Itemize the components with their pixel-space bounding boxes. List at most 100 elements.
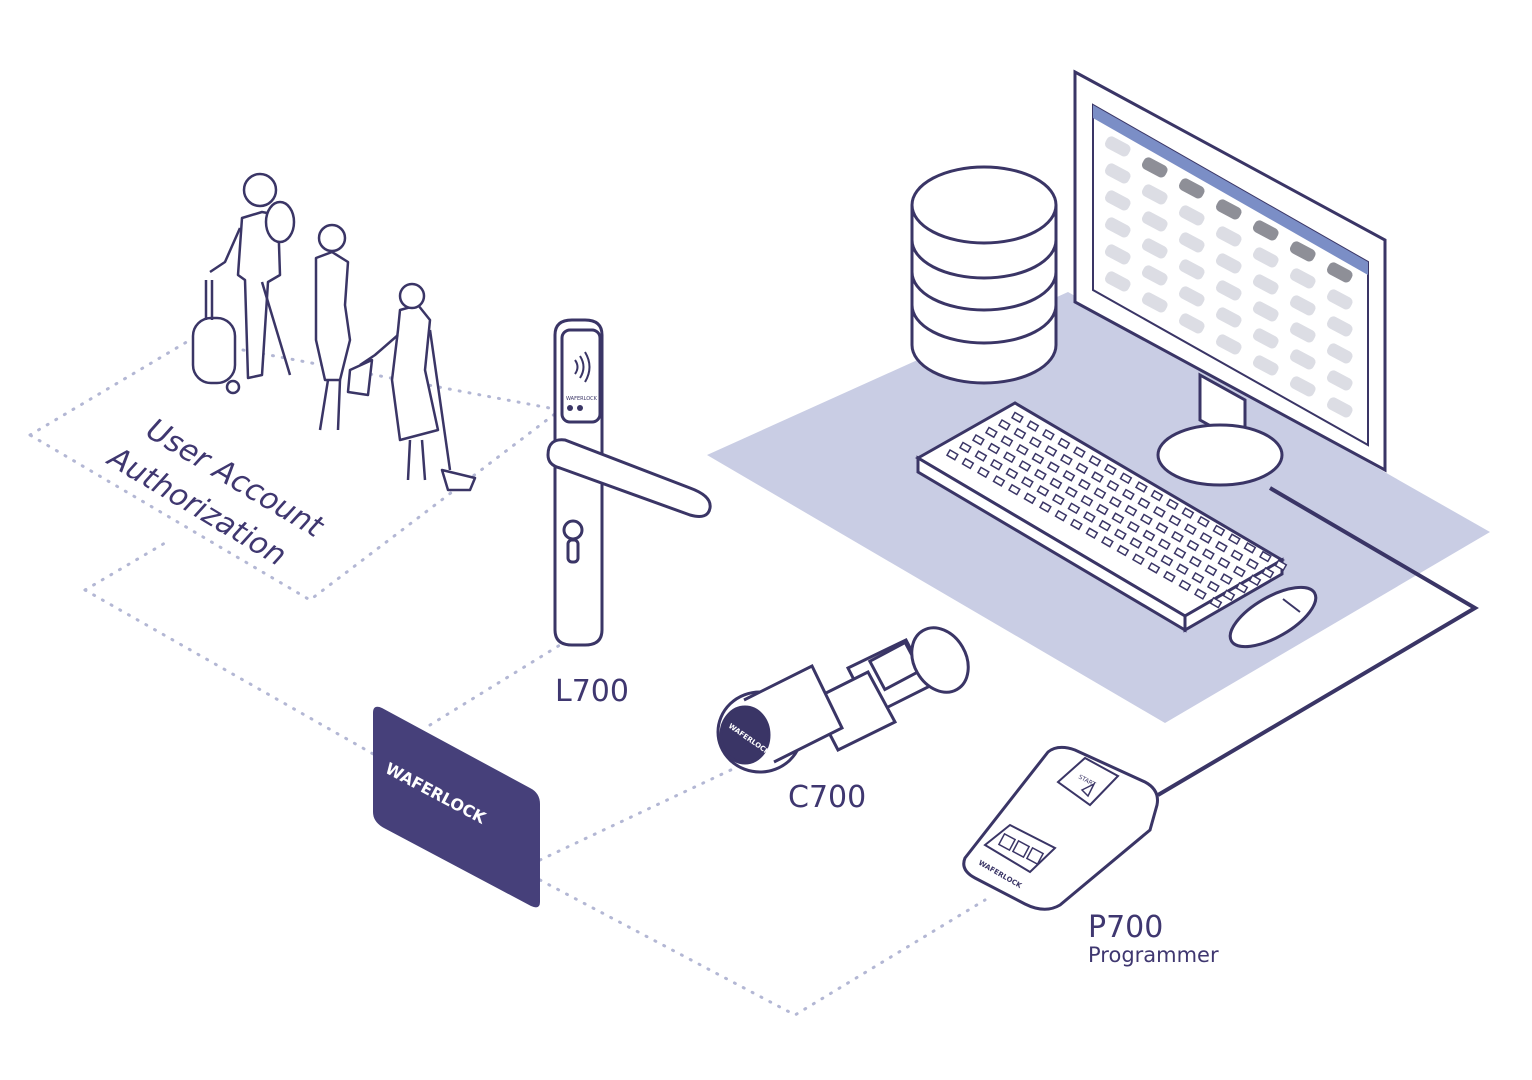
keyboard-key <box>1165 498 1179 511</box>
keyboard-key <box>1015 443 1029 456</box>
people-icon <box>191 172 477 492</box>
screen-cell <box>1104 163 1131 184</box>
keyboard-key <box>989 458 1003 471</box>
keyboard-key <box>961 457 975 470</box>
programmer-device-icon: START WAFERLOCK <box>962 745 1159 911</box>
screen-cell <box>1141 184 1168 205</box>
keyboard-key <box>1103 463 1117 476</box>
keyboard-key <box>1036 484 1050 497</box>
keyboard-key <box>1188 555 1202 568</box>
screen-cell <box>1215 307 1242 328</box>
keyboard-key <box>1062 469 1076 482</box>
screen-cell <box>1326 262 1353 283</box>
keyboard-key <box>1116 544 1130 557</box>
screen-cell <box>1252 247 1279 268</box>
keyboard-key <box>1227 533 1241 546</box>
keyboard-key <box>1142 529 1156 542</box>
l700-label: L700 <box>555 674 629 709</box>
keyboard-key <box>1219 573 1233 585</box>
keyboard-key <box>1196 515 1210 528</box>
keyboard-key <box>984 426 998 439</box>
screen-cell <box>1289 376 1316 397</box>
keyboard-key <box>1108 496 1122 508</box>
screen-cell <box>1326 370 1353 391</box>
keyboard-key <box>1038 501 1052 513</box>
keyboard-key <box>1113 528 1127 541</box>
keyboard-key <box>1217 556 1231 569</box>
keyboard-key <box>1152 505 1166 518</box>
keyboard-key <box>1020 476 1034 489</box>
keyboard-key <box>1235 581 1249 594</box>
mouse-icon <box>1228 585 1318 649</box>
keyboard-key <box>1206 580 1220 593</box>
keyboard-key <box>1181 507 1195 519</box>
keyboard-key <box>1098 519 1112 532</box>
cylinder-lock-icon: WAFERLOCK <box>716 626 970 774</box>
screen-cell <box>1141 211 1168 232</box>
screen-cell <box>1326 289 1353 310</box>
monitor-icon <box>1073 69 1387 487</box>
keyboard-key <box>997 418 1011 431</box>
keyboard-key <box>1067 502 1081 515</box>
keyboard-key <box>1111 512 1125 525</box>
screen-cell <box>1178 313 1205 334</box>
keyboard-key <box>1010 411 1024 424</box>
keyboard-key <box>1106 479 1120 492</box>
keyboard-key <box>1028 436 1042 449</box>
keyboard-key <box>1121 488 1135 501</box>
keyboard-key <box>1245 558 1259 570</box>
screen-cell <box>1104 190 1131 211</box>
keyboard-key <box>1214 540 1228 553</box>
keyboard-key <box>1173 547 1187 559</box>
screen-cell <box>1289 295 1316 316</box>
keyboard-key <box>1160 554 1174 567</box>
keyboard-key <box>1000 435 1014 447</box>
keyboard-key <box>1026 420 1040 432</box>
keyboard-key <box>1129 537 1143 549</box>
screen-cell <box>1252 301 1279 322</box>
keyboard-key <box>1044 445 1058 457</box>
keyboard-key <box>1057 437 1071 450</box>
screen-cell <box>1104 271 1131 292</box>
keyboard-key <box>974 450 988 462</box>
keyboard-key <box>1023 492 1037 505</box>
keyboard-key <box>987 442 1001 455</box>
keyboard-key <box>1049 477 1063 490</box>
keyboard-key <box>1046 461 1060 474</box>
screen-cell <box>1215 334 1242 355</box>
keyboard-key <box>1155 522 1169 534</box>
keyboard-key <box>1199 532 1213 544</box>
keyboard-key <box>1018 460 1032 472</box>
keyboard-key <box>1051 493 1065 506</box>
screen-cell <box>1215 199 1242 220</box>
keyboard-key <box>1031 452 1045 465</box>
screen-cell <box>1178 205 1205 226</box>
c700-label: C700 <box>788 780 867 815</box>
keyboard-key <box>945 448 959 461</box>
keyboard-key <box>1059 453 1073 466</box>
screen-cell <box>1326 343 1353 364</box>
keyboard-key <box>1147 562 1161 574</box>
keyboard-key <box>976 466 990 479</box>
keyboard-key <box>1134 481 1148 493</box>
screen-cell <box>1326 397 1353 418</box>
keyboard-key <box>1054 509 1068 522</box>
screen-cell <box>1215 253 1242 274</box>
keyboard-key <box>1170 530 1184 543</box>
keyboard-key <box>1178 579 1192 592</box>
keyboard-icon <box>915 401 1288 633</box>
keyboard-key <box>1191 571 1205 584</box>
keyboard-key <box>1077 478 1091 491</box>
keyboard-key <box>1193 588 1207 600</box>
dotted-connections <box>28 338 987 1017</box>
screen-cell <box>1141 157 1168 178</box>
screen-cell <box>1326 316 1353 337</box>
rfid-icon <box>574 351 591 383</box>
keyboard-key <box>1230 549 1244 562</box>
keyboard-key <box>1041 428 1055 441</box>
keyboard-key <box>1258 550 1272 563</box>
programmer-cable <box>1156 486 1479 797</box>
screen-cell <box>1104 217 1131 238</box>
